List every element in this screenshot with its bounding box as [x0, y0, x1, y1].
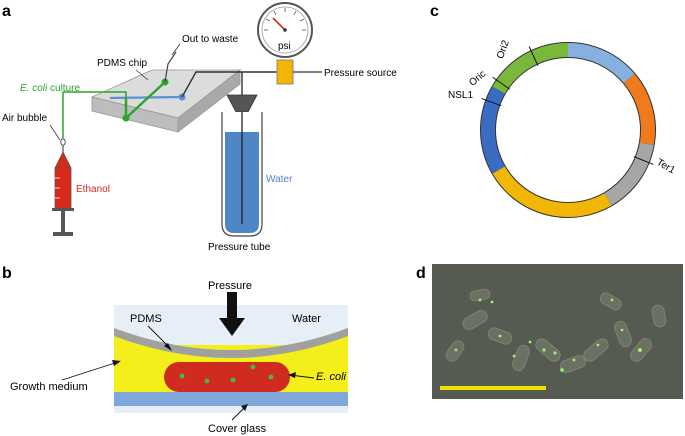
pressure-arrow: [219, 318, 245, 336]
ori2-tick: [528, 46, 539, 66]
segment-blue-dark: [481, 86, 505, 174]
nsl1-label: NSL1: [448, 90, 473, 101]
panel-b: b Pressure PDMS Water Growth medium E. c…: [2, 265, 348, 435]
pressure-tube-label: Pressure tube: [208, 242, 271, 253]
segment-yellow: [492, 166, 612, 217]
fluorescent-foci: [179, 364, 274, 384]
ecoli-label: E. coli: [316, 371, 347, 383]
micrograph: [432, 264, 683, 399]
panel-d: d: [416, 264, 683, 399]
ter1-tick: [633, 156, 654, 165]
waste-tubing: [164, 51, 177, 83]
gauge-regulator: [276, 59, 294, 85]
cover-glass-layer: [114, 392, 348, 406]
ethanol-syringe: [52, 138, 74, 236]
oric-label: Oric: [467, 69, 488, 89]
pressure-gauge: psi: [257, 2, 313, 85]
pdms-label: PDMS: [130, 313, 162, 325]
blue-channel: [109, 95, 183, 100]
panel-a-label: a: [2, 3, 11, 20]
panel-d-label: d: [416, 265, 426, 282]
pressure-tube: [221, 94, 263, 237]
pressure-source-label: Pressure source: [324, 68, 397, 79]
culture-tubing: [62, 91, 127, 138]
air-bubble: [60, 138, 66, 146]
oric-tick: [492, 76, 511, 90]
out-to-waste-label: Out to waste: [182, 34, 239, 45]
gauge-unit: psi: [278, 41, 291, 52]
nsl1-tick: [481, 98, 502, 107]
ori2-label: Ori2: [495, 38, 512, 60]
growth-medium-label: Growth medium: [10, 381, 88, 393]
panel-c: c Ori2 Oric NSL1 Ter1: [430, 3, 678, 218]
green-channel: [125, 81, 166, 119]
cover-glass-label: Cover glass: [208, 423, 267, 435]
tube-stopper: [226, 94, 258, 113]
pdms-chip: [90, 69, 242, 133]
chromosome-ring: [480, 42, 656, 218]
segment-orange: [623, 74, 655, 146]
segment-green: [492, 43, 569, 94]
panel-b-label: b: [2, 265, 12, 282]
ter1-label: Ter1: [655, 157, 678, 176]
inlet-dot: [122, 114, 130, 122]
segment-blue-light: [567, 43, 635, 84]
ecoli-culture-label: E. coli culture: [20, 83, 80, 94]
ethanol-label: Ethanol: [76, 184, 110, 195]
panel-c-label: c: [430, 3, 439, 20]
pressure-label: Pressure: [208, 280, 252, 292]
segment-gray: [604, 142, 654, 206]
pdms-membrane: [114, 328, 348, 358]
ecoli-cell: [164, 362, 290, 392]
air-bubble-label: Air bubble: [2, 113, 47, 124]
panel-a: a PDMS chip Out to waste E. coli culture…: [2, 2, 397, 253]
pdms-chip-label: PDMS chip: [97, 58, 147, 69]
micrograph-foci: [454, 298, 642, 372]
gauge-needle: [272, 17, 286, 31]
water-label: Water: [266, 174, 293, 185]
scale-bar: [440, 386, 546, 390]
water-label-b: Water: [292, 313, 321, 325]
pressure-line: [181, 71, 243, 98]
